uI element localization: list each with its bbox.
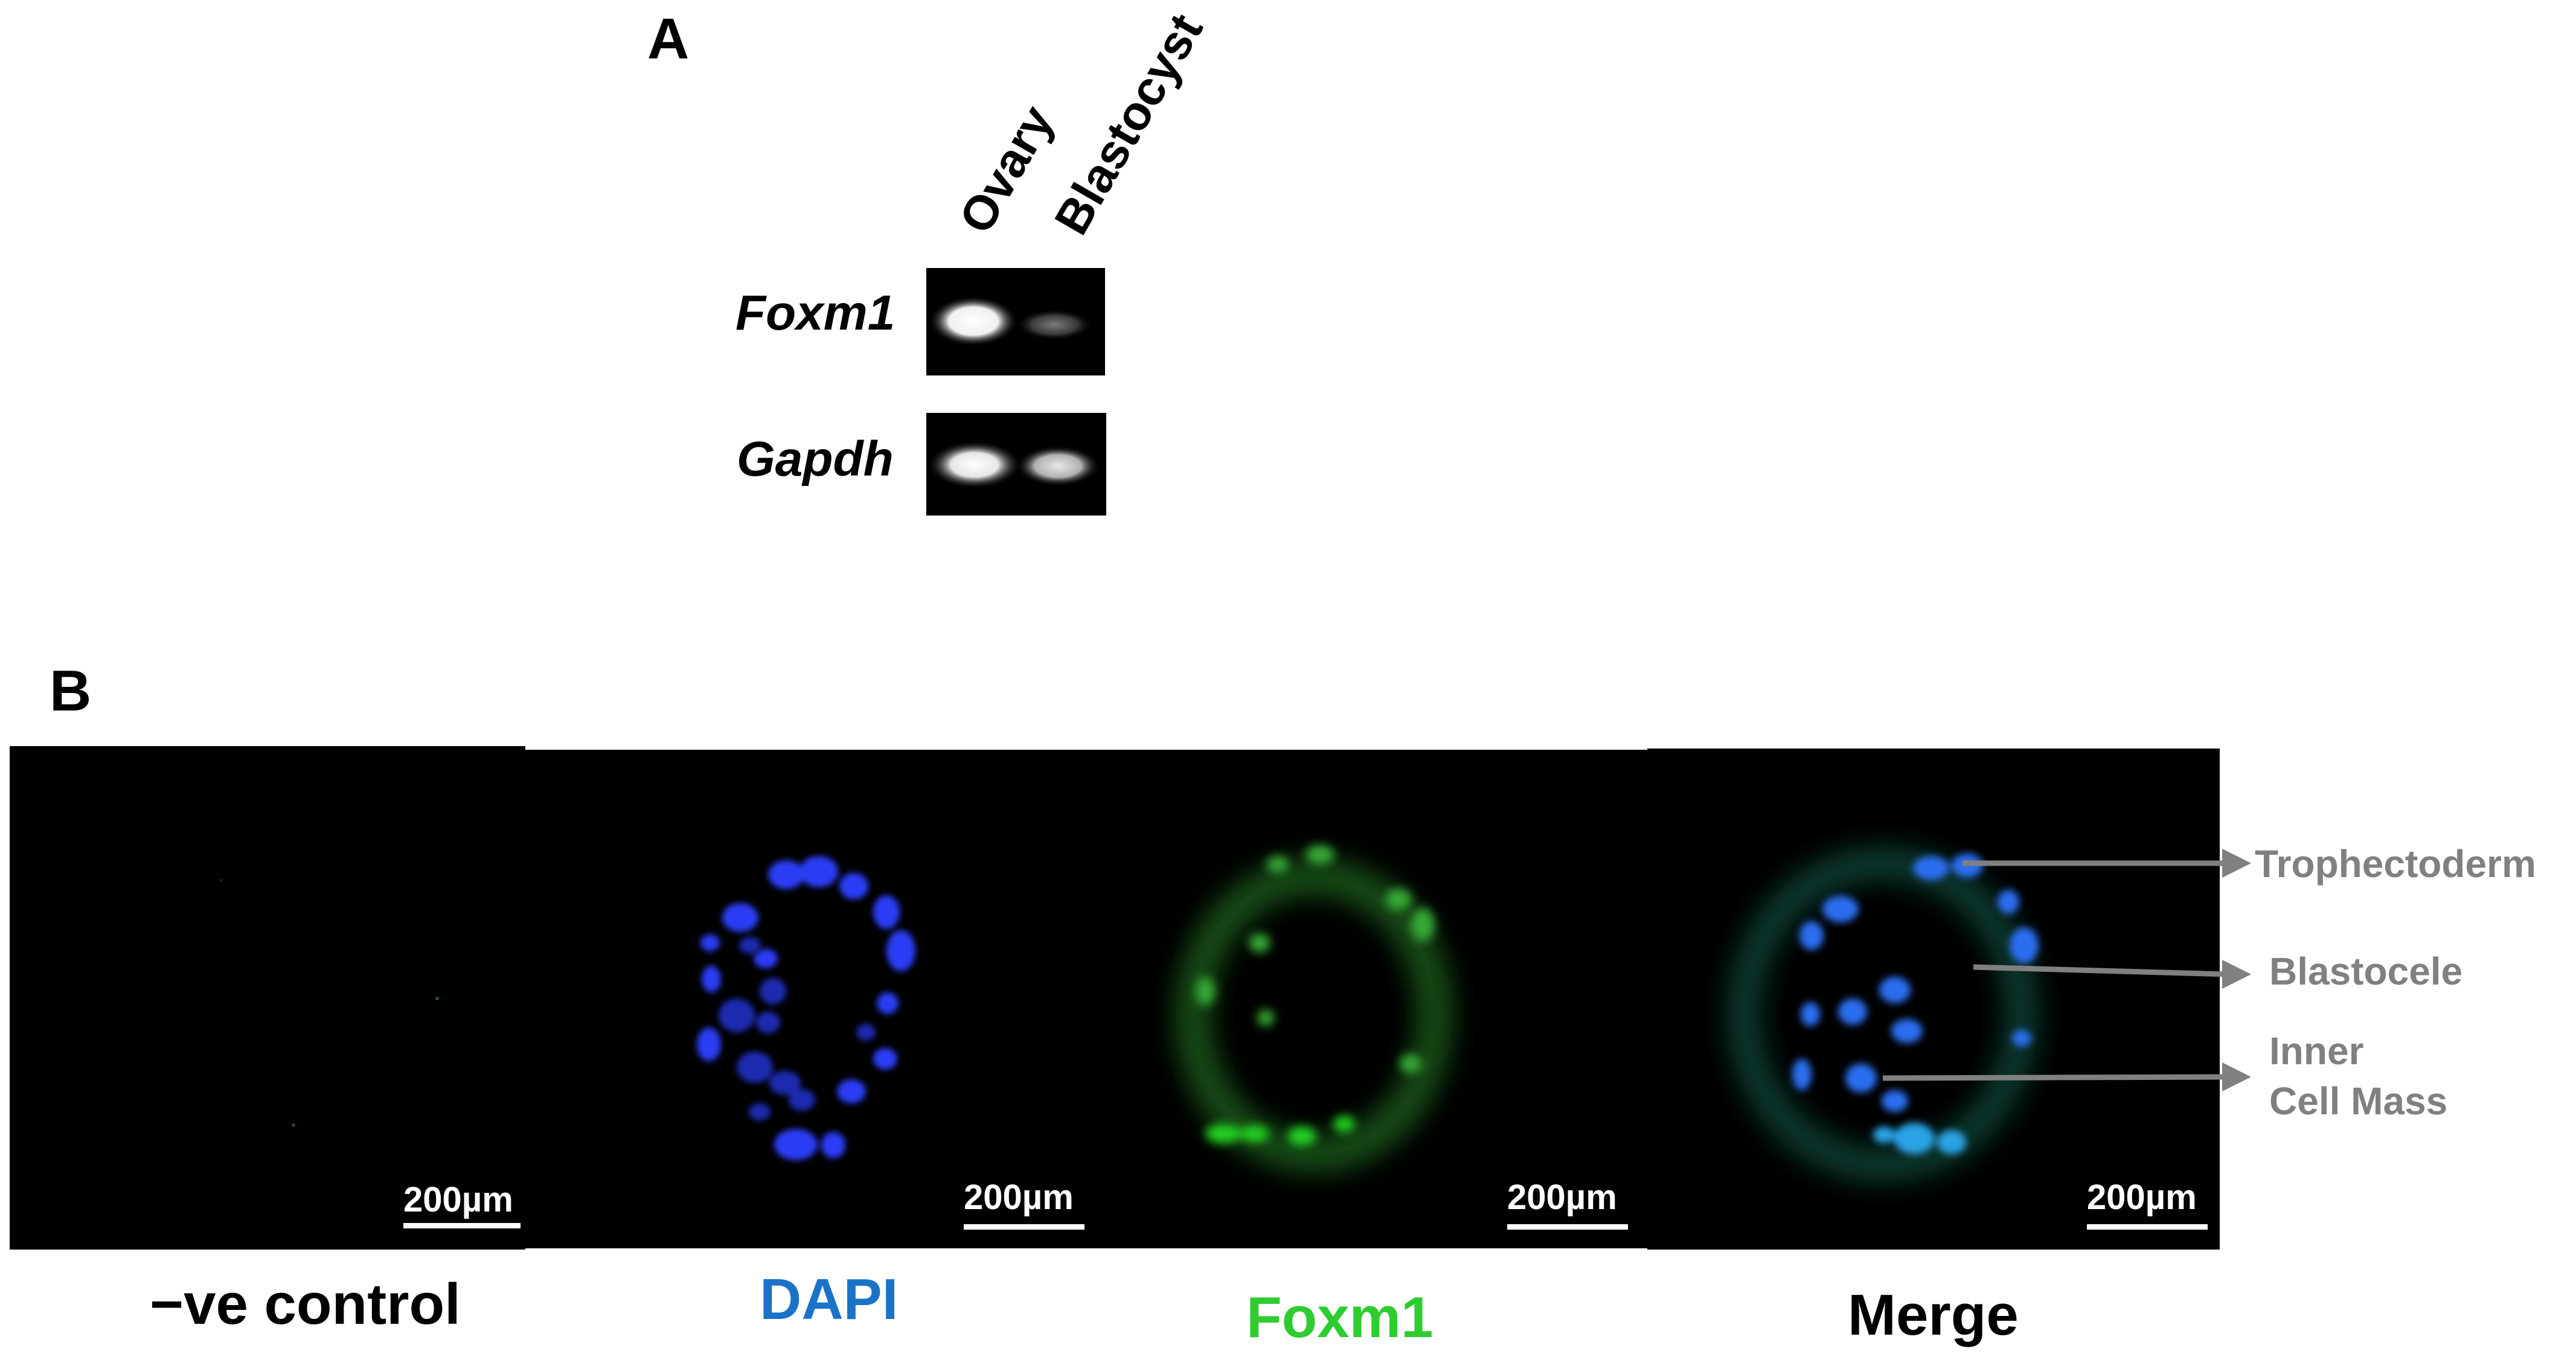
scale-bar [1507,1224,1628,1230]
caption-dapi: DAPI [760,1267,899,1332]
lane-label-blastocyst: Blastocyst [1044,5,1213,244]
caption-merge: Merge [1848,1283,2019,1347]
band-ovary-foxm1 [929,296,1018,346]
band-ovary-gapdh [928,441,1022,489]
caption-foxm1: Foxm1 [1246,1285,1434,1350]
gel-image-gapdh [926,413,1106,516]
scale-bar-label: 200µm [2087,1178,2197,1217]
micrograph-foxm1: 200µm [1097,750,1647,1248]
micrograph-merge: 200µm [1647,749,2220,1250]
scale-bar [2087,1224,2208,1230]
label-inner-cell-mass: Inner Cell Mass [2269,1026,2447,1126]
band-blastocyst-foxm1 [1016,309,1093,340]
micrograph-negative-control: 200µm [10,746,525,1250]
scale-bar-label: 200µm [1507,1178,1617,1217]
caption-negative-control: −ve control [150,1272,461,1336]
scale-bar-label: 200µm [964,1178,1074,1217]
label-trophectoderm: Trophectoderm [2255,842,2536,886]
micrograph-dapi: 200µm [525,750,1097,1248]
panel-a-letter: A [647,7,690,71]
band-blastocyst-gapdh [1016,445,1100,487]
scale-bar [964,1224,1085,1230]
scale-bar-label: 200µm [403,1180,513,1219]
label-blastocele: Blastocele [2269,950,2463,993]
label-inner-cell-mass-line2: Cell Mass [2269,1079,2448,1123]
gene-label-foxm1: Foxm1 [735,286,896,340]
label-inner-cell-mass-line1: Inner [2269,1029,2364,1073]
lane-label-ovary: Ovary [949,97,1064,242]
panel-b-letter: B [50,659,92,723]
gel-image-foxm1 [926,268,1105,375]
scale-bar [403,1223,521,1228]
gene-label-gapdh: Gapdh [737,432,894,487]
